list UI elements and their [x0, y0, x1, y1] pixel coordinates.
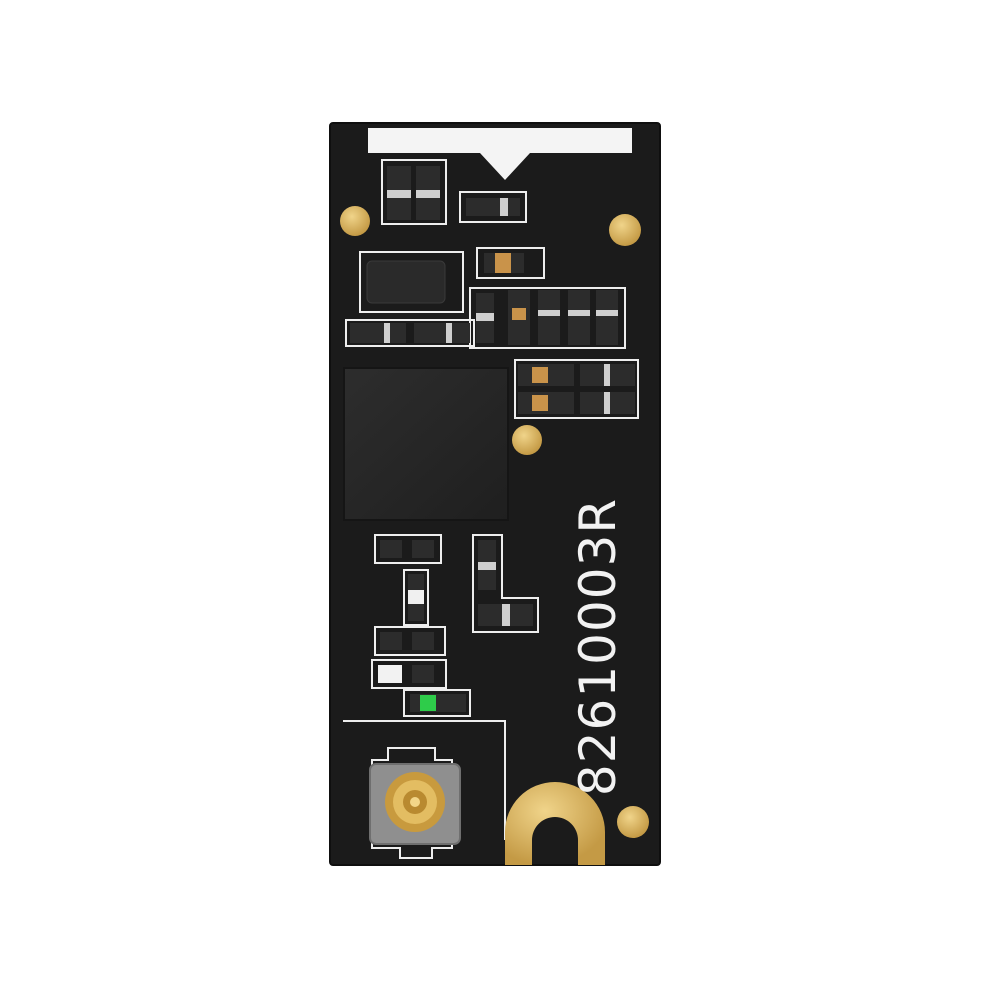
component-crystal — [359, 251, 464, 313]
u-fl-connector-icon — [369, 747, 461, 859]
component-row-mid — [469, 287, 626, 349]
mounting-hole-icon — [617, 806, 649, 838]
component-resistor-top — [459, 191, 527, 223]
part-number-text: 82610003R — [569, 497, 627, 797]
antenna-keepout-outline — [343, 720, 506, 840]
mounting-hole-icon — [340, 206, 370, 236]
component-block-right — [514, 359, 639, 419]
edge-key-notch — [368, 128, 632, 180]
ground-pad-u-shape — [505, 782, 605, 865]
main-ic-chip — [343, 367, 509, 521]
component-group-top-left — [381, 159, 447, 225]
mounting-hole-icon — [609, 214, 641, 246]
component-resistor-orange — [476, 247, 545, 279]
component-group-lower-left — [371, 534, 471, 717]
component-group-lower-mid — [472, 534, 539, 633]
component-pair-left — [345, 319, 475, 347]
mounting-hole-icon — [512, 425, 542, 455]
